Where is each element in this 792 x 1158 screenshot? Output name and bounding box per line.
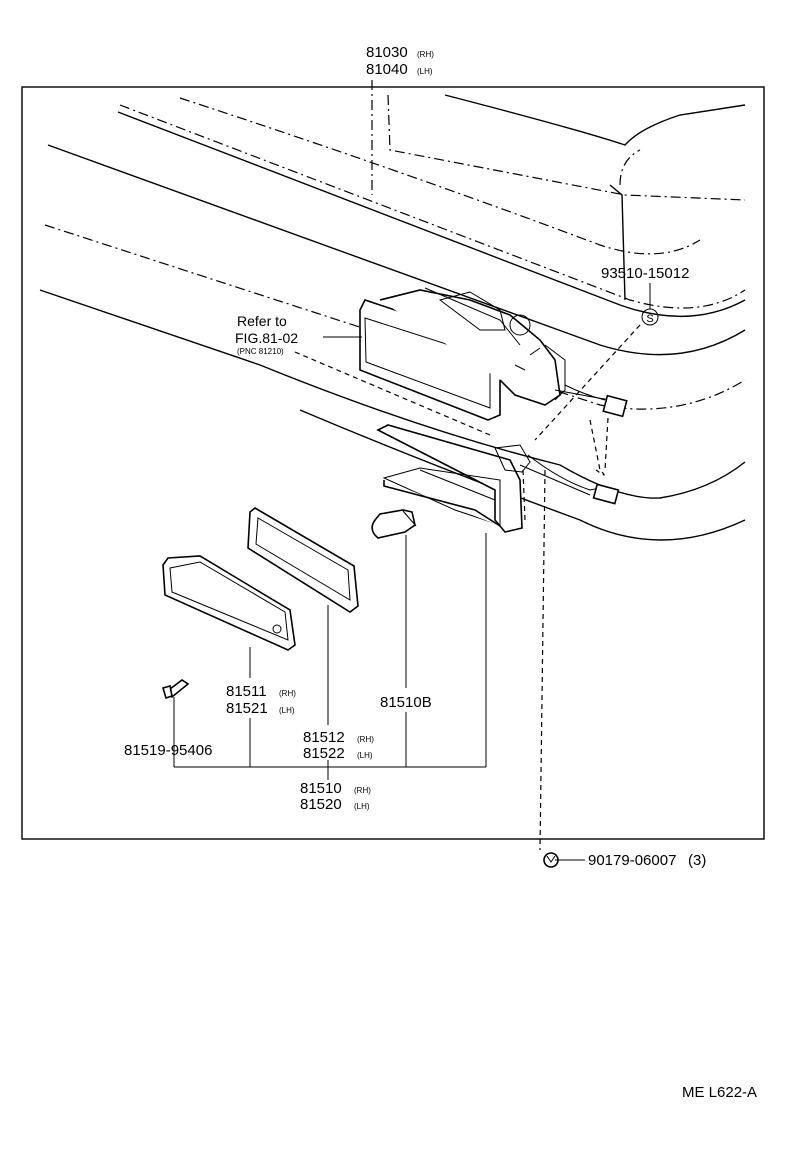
screw bbox=[162, 679, 190, 700]
refer-line-1: Refer to bbox=[237, 313, 287, 329]
lens-lh-label: 81521 bbox=[226, 700, 268, 717]
diagram-frame bbox=[21, 86, 765, 840]
assembly-rh-side: (RH) bbox=[417, 50, 434, 59]
clip-part-label: 90179-06007 bbox=[588, 852, 676, 869]
bulb bbox=[371, 509, 417, 539]
refer-line-2: FIG.81-02 bbox=[235, 330, 298, 346]
gasket-lh-label: 81522 bbox=[303, 745, 345, 762]
lamp-rh-label: 81510 bbox=[300, 780, 342, 797]
drawing-code: ME L622-A bbox=[682, 1084, 757, 1101]
bolt-part-label: 93510-15012 bbox=[601, 265, 689, 282]
assembly-lh-side: (LH) bbox=[417, 67, 433, 76]
assembly-lh-label: 81040 bbox=[366, 61, 408, 78]
side-marker-lamp bbox=[376, 424, 620, 533]
lamp-lh-label: 81520 bbox=[300, 796, 342, 813]
lamp-rh-side: (RH) bbox=[354, 786, 371, 795]
gasket-rh-side: (RH) bbox=[357, 735, 374, 744]
refer-line-3: (PNC 81210) bbox=[237, 347, 284, 356]
lens-lh-side: (LH) bbox=[279, 706, 295, 715]
gasket-lh-side: (LH) bbox=[357, 751, 373, 760]
lamp-housing bbox=[359, 287, 628, 421]
bolt-marker: S bbox=[646, 313, 653, 325]
screw-part-label: 81519-95406 bbox=[124, 742, 212, 759]
part-labels: 81030 (RH) 81040 (LH) Refer to FIG.81-02… bbox=[124, 44, 757, 1101]
bulb-part-label: 81510B bbox=[380, 694, 432, 711]
clip-icon bbox=[543, 852, 559, 868]
clip-qty-label: (3) bbox=[688, 852, 706, 869]
assembly-rh-label: 81030 bbox=[366, 44, 408, 61]
lens-rh-label: 81511 bbox=[226, 683, 267, 700]
bumper-outline bbox=[39, 94, 746, 541]
gasket bbox=[247, 507, 359, 613]
lens-rh-side: (RH) bbox=[279, 689, 296, 698]
leader-lines bbox=[173, 283, 651, 861]
gasket-rh-label: 81512 bbox=[303, 729, 345, 746]
lens bbox=[162, 555, 296, 651]
lamp-lh-side: (LH) bbox=[354, 802, 370, 811]
